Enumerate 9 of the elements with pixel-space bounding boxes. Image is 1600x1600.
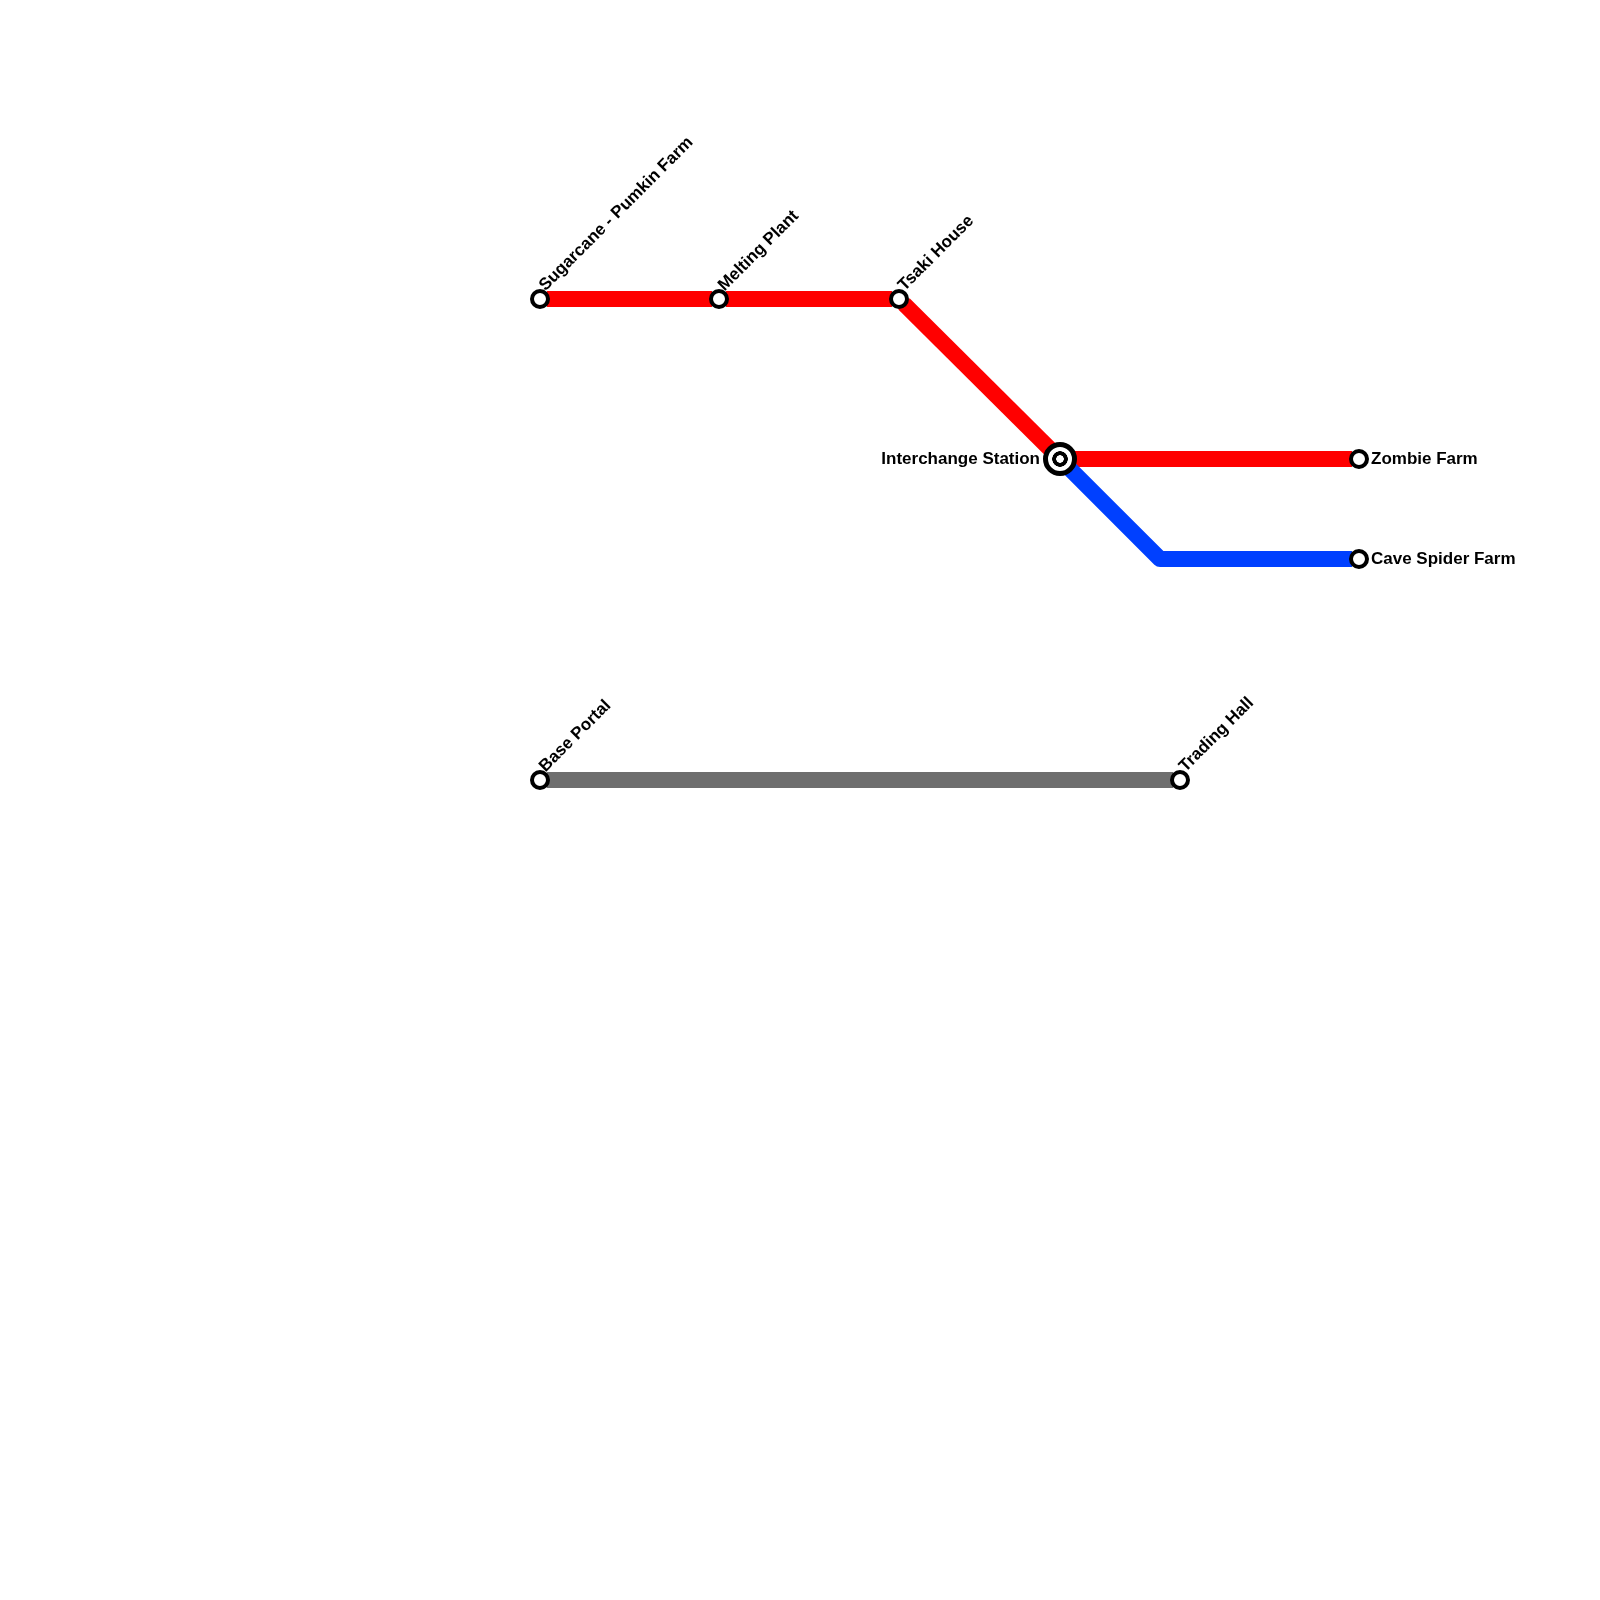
metro-line: [547, 291, 712, 307]
metro-line: [898, 298, 1056, 455]
metro-line: [547, 772, 1173, 788]
station-label: Zombie Farm: [1371, 449, 1478, 469]
station-label: Interchange Station: [881, 449, 1040, 469]
station-label: Cave Spider Farm: [1371, 549, 1516, 569]
metro-line: [1074, 451, 1352, 467]
metro-line: [726, 291, 892, 307]
metro-line: [1064, 463, 1352, 567]
